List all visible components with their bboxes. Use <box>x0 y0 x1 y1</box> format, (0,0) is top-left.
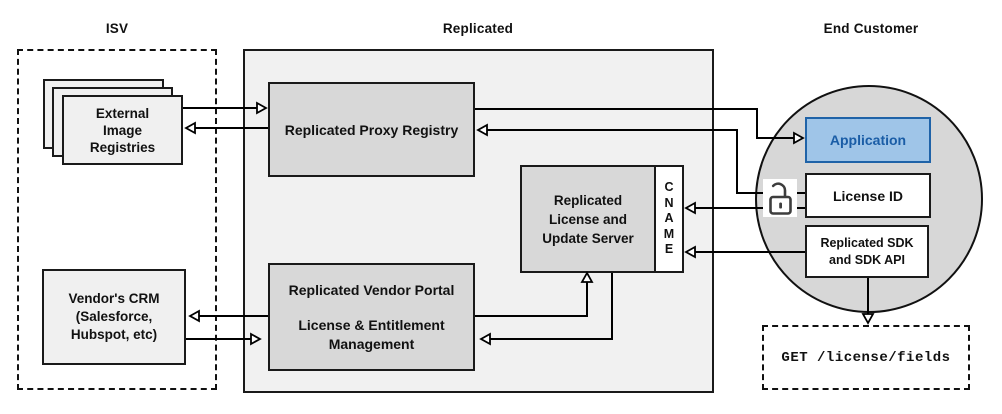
vendor-portal-label-line2: License & Entitlement <box>298 316 445 333</box>
registries-label-line2: Image <box>102 122 143 138</box>
sdk-node: Replicated SDK and SDK API <box>805 225 929 278</box>
license-server-label-line3: Update Server <box>542 230 634 246</box>
cname-letter: M <box>663 226 675 241</box>
cname-strip: C N A M E <box>654 165 684 273</box>
unlocked-padlock-glyph <box>769 182 792 215</box>
crm-label-line1: Vendor's CRM <box>68 291 160 306</box>
external-image-registries-node: External Image Registries <box>62 95 183 165</box>
sdk-label-line2: and SDK API <box>829 252 905 267</box>
license-update-server-node: Replicated License and Update Server <box>520 165 656 273</box>
registries-label-line3: Registries <box>89 139 156 155</box>
padlock-keyhole <box>779 202 782 209</box>
unlocked-padlock-icon <box>763 179 797 217</box>
license-server-label-line1: Replicated <box>553 192 623 208</box>
lane-title-replicated: Replicated <box>442 21 514 36</box>
cname-letter: A <box>664 211 674 226</box>
isv-group-box <box>17 49 217 390</box>
crm-label-line3: Hubspot, etc) <box>70 327 158 342</box>
cname-letter: E <box>664 242 674 257</box>
application-label: Application <box>829 132 907 148</box>
padlock-shackle <box>771 182 787 199</box>
cname-letter: C <box>664 180 674 195</box>
vendor-portal-node: Replicated Vendor Portal License & Entit… <box>268 263 475 371</box>
lane-title-isv: ISV <box>105 21 129 36</box>
proxy-registry-label: Replicated Proxy Registry <box>284 121 459 138</box>
application-node: Application <box>805 117 931 163</box>
license-id-node: License ID <box>805 173 931 218</box>
vendor-crm-node: Vendor's CRM (Salesforce, Hubspot, etc) <box>42 269 186 365</box>
license-id-label: License ID <box>832 187 904 204</box>
sdk-label-line1: Replicated SDK <box>820 235 914 250</box>
registries-label-line1: External <box>95 105 150 121</box>
cname-letter: N <box>664 195 674 210</box>
arrowhead-down-icon <box>861 313 875 325</box>
get-license-fields-node: GET /license/fields <box>762 325 970 390</box>
lane-title-end-customer: End Customer <box>823 21 919 36</box>
vendor-portal-label-line3: Management <box>328 335 415 352</box>
get-license-fields-label: GET /license/fields <box>781 349 951 366</box>
crm-label-line2: (Salesforce, <box>75 309 153 324</box>
vendor-portal-label-line1: Replicated Vendor Portal <box>288 281 455 298</box>
license-server-label-line2: License and <box>548 211 628 227</box>
proxy-registry-node: Replicated Proxy Registry <box>268 82 475 177</box>
